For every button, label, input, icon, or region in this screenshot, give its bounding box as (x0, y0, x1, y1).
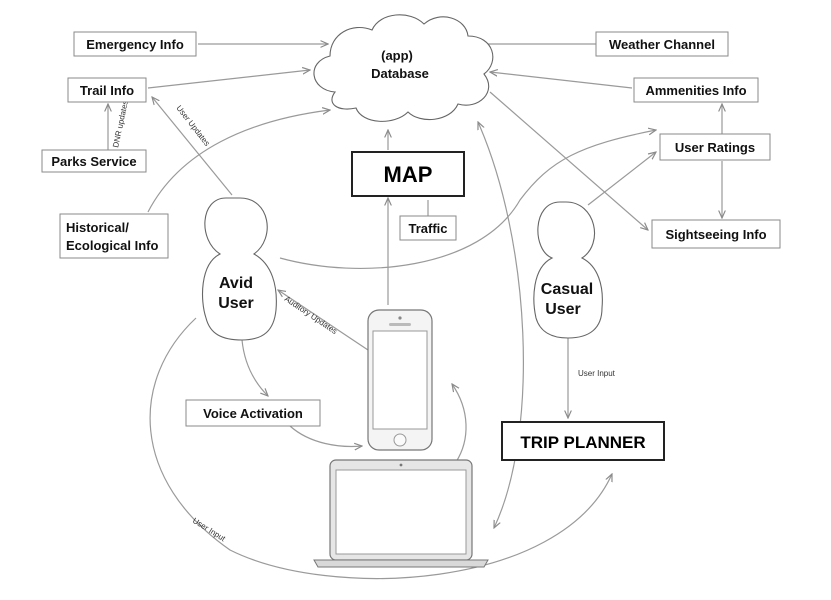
laptop-camera-icon (399, 463, 403, 467)
historical-label-line1: Historical/ (66, 220, 129, 235)
user-input-casual-label: User Input (578, 369, 616, 378)
trail-to-database-arrow (147, 70, 310, 89)
phone-camera-icon (398, 316, 402, 320)
laptop-screen (335, 469, 467, 555)
user-updates-label: User Updates (174, 104, 211, 148)
avid-user-person-icon (201, 197, 277, 341)
map-node: MAP (351, 151, 465, 197)
historical-label-line2: Ecological Info (66, 238, 159, 253)
avid-to-trail-arrow (152, 97, 233, 196)
trip-planner-node: TRIP PLANNER (501, 421, 665, 461)
casual-to-user-ratings-arrow (587, 152, 656, 206)
amenities-info-node: Ammenities Info (633, 77, 759, 103)
cloud-icon (313, 14, 494, 122)
voice-activation-label: Voice Activation (203, 406, 303, 421)
user-ratings-label: User Ratings (675, 140, 755, 155)
avid-to-user-ratings-arrow (279, 130, 656, 269)
parks-service-node: Parks Service (41, 149, 147, 173)
database-label-line2: Database (371, 66, 429, 81)
database-label-line1: (app) (381, 48, 413, 63)
casual-user-label-line2: User (545, 301, 581, 318)
amenities-info-label: Ammenities Info (645, 83, 746, 98)
auditory-updates-label: Auditory Updates (283, 294, 339, 336)
database-cloud: (app) Database (313, 14, 494, 122)
sightseeing-info-node: Sightseeing Info (651, 219, 781, 249)
trail-info-node: Trail Info (67, 77, 147, 103)
trip-planner-label: TRIP PLANNER (520, 433, 645, 452)
laptop-device (313, 459, 489, 568)
historical-ecological-node: Historical/ Ecological Info (59, 213, 169, 259)
avid-user-label-line1: Avid (219, 275, 253, 292)
map-label: MAP (384, 162, 433, 187)
avid-to-voice-arrow (241, 339, 268, 396)
phone-screen (372, 330, 428, 430)
weather-channel-label: Weather Channel (609, 37, 715, 52)
weather-channel-node: Weather Channel (595, 31, 729, 57)
traffic-node: Traffic (399, 215, 457, 241)
emergency-info-label: Emergency Info (86, 37, 184, 52)
casual-user-label-line1: Casual (541, 281, 593, 298)
database-laptop-two-way-arrow (478, 122, 524, 528)
database-to-sightseeing-arrow (489, 91, 648, 230)
avid-user-label-line2: User (218, 295, 254, 312)
phone-to-avid-arrow (278, 290, 369, 351)
phone-speaker-icon (389, 323, 411, 326)
laptop-to-phone-arrow (452, 384, 467, 463)
voice-activation-node: Voice Activation (185, 399, 321, 427)
amenities-to-database-arrow (490, 72, 633, 89)
avid-user-figure: Avid User (201, 197, 277, 341)
traffic-label: Traffic (408, 221, 447, 236)
connectors (108, 44, 722, 580)
trail-info-label: Trail Info (80, 83, 134, 98)
phone-home-button-icon (393, 433, 407, 447)
casual-user-person-icon (533, 201, 603, 339)
smartphone-device (367, 309, 433, 451)
sightseeing-info-label: Sightseeing Info (665, 227, 766, 242)
dnr-updates-label: DNR updates (111, 100, 130, 149)
user-ratings-node: User Ratings (659, 133, 771, 161)
laptop-base (313, 559, 489, 568)
avid-to-trip-planner-user-input-arrow (149, 317, 612, 580)
historical-to-database-arrow (147, 110, 330, 213)
parks-service-label: Parks Service (51, 154, 136, 169)
emergency-info-node: Emergency Info (73, 31, 197, 57)
user-input-avid-label: User Input (191, 516, 228, 544)
casual-user-figure: Casual User (533, 201, 603, 339)
voice-to-phone-arrow (289, 425, 362, 446)
